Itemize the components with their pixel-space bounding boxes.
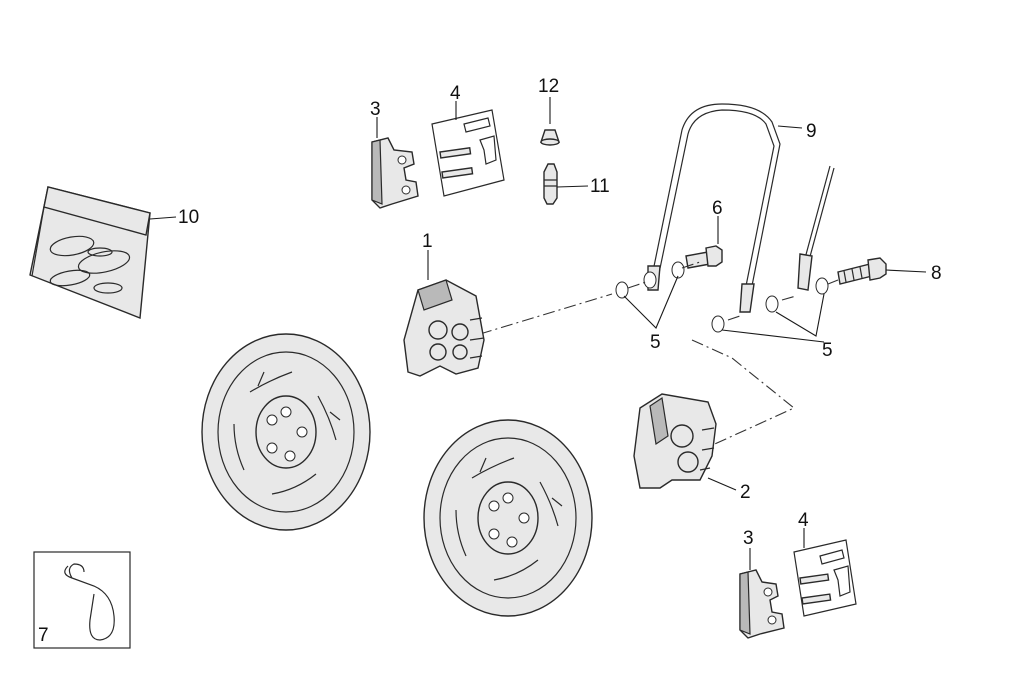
label-4-top: 4 <box>450 83 461 104</box>
label-10: 10 <box>178 207 199 228</box>
label-5-left: 5 <box>650 332 661 353</box>
seal-kit-bag <box>29 186 177 319</box>
label-8: 8 <box>931 263 942 284</box>
brake-pads-top <box>371 117 419 209</box>
label-4-bottom: 4 <box>798 510 809 531</box>
brake-caliper-front-right <box>633 393 737 491</box>
banjo-bolt-left <box>685 216 723 269</box>
clip-box <box>33 551 131 649</box>
label-7: 7 <box>38 625 49 646</box>
pad-hardware-kit-bottom <box>793 528 857 617</box>
sealing-washers <box>615 261 829 343</box>
assembly-lines <box>479 261 839 449</box>
banjo-bolt-right <box>837 257 927 285</box>
label-6: 6 <box>712 198 723 219</box>
label-5-right: 5 <box>822 340 833 361</box>
label-9: 9 <box>806 121 817 142</box>
label-3-top: 3 <box>370 99 381 120</box>
pad-hardware-kit-top <box>431 101 505 197</box>
label-3-bottom: 3 <box>743 528 754 549</box>
brake-disc-left <box>201 333 371 531</box>
label-1: 1 <box>422 231 433 252</box>
bleed-screw <box>543 163 589 205</box>
part-labels: 1 2 3 3 4 4 5 5 6 7 8 9 10 11 12 <box>38 76 942 646</box>
brake-caliper-front-left <box>403 250 485 377</box>
label-12: 12 <box>538 76 559 97</box>
brake-disc-right <box>423 419 593 617</box>
brake-pads-bottom <box>739 548 785 639</box>
label-2: 2 <box>740 482 751 503</box>
label-11: 11 <box>590 176 610 197</box>
bleed-cap <box>540 97 560 146</box>
